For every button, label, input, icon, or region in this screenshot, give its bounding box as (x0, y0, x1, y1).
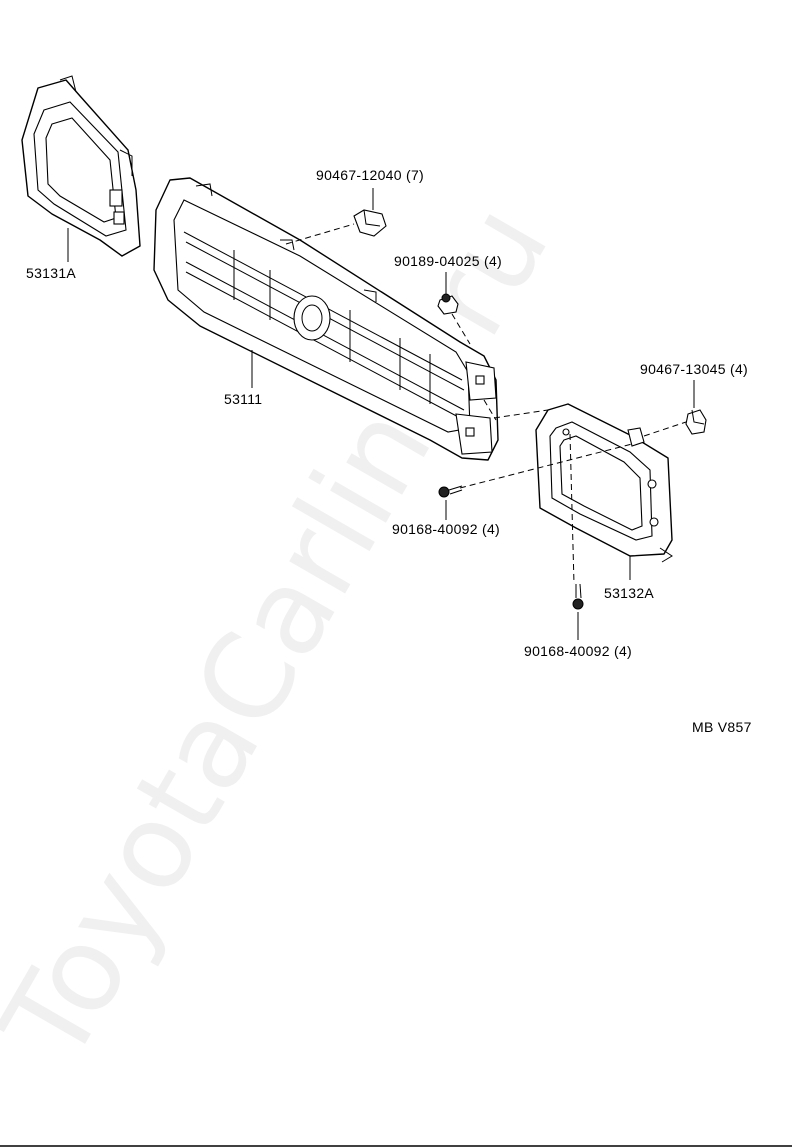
nut-grille-icon (437, 293, 459, 315)
screw-low-icon (572, 583, 584, 610)
assembly-line (643, 421, 687, 437)
label-90168-40092-mid: 90168-40092 (4) (392, 521, 500, 537)
clip-top-icon (353, 209, 387, 237)
assembly-line (569, 433, 575, 585)
label-53132a: 53132A (604, 585, 654, 601)
label-90168-40092-low: 90168-40092 (4) (524, 643, 632, 659)
assembly-line (493, 409, 549, 419)
headlamp-door-rh (535, 403, 673, 563)
label-53131a: 53131A (26, 265, 76, 281)
label-90189-04025: 90189-04025 (4) (394, 253, 502, 269)
assembly-line (483, 399, 497, 421)
screw-mid-icon (438, 485, 463, 498)
radiator-grille (153, 177, 499, 461)
assembly-line (451, 313, 471, 345)
headlamp-door-lh (21, 75, 141, 257)
label-53111: 53111 (224, 391, 262, 407)
diagram-code: MB V857 (692, 719, 752, 735)
assembly-line (285, 223, 355, 245)
label-90467-13045: 90467-13045 (4) (640, 361, 748, 377)
clip-right-icon (685, 409, 707, 435)
label-90467-12040: 90467-12040 (7) (316, 167, 424, 183)
